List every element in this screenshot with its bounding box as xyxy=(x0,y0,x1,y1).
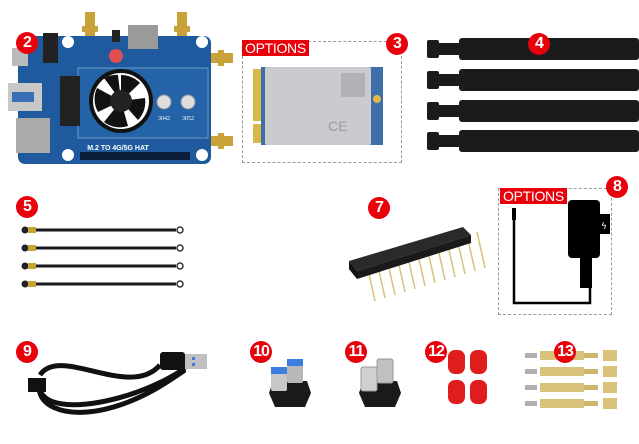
item-number-badge: 4 xyxy=(528,33,550,55)
hat-board-image: 3042 3052 M.2 TO 4G/5G HAT xyxy=(8,12,233,164)
ipex-cable xyxy=(21,226,184,234)
slot-label-3052: 3052 xyxy=(182,116,194,122)
board-label: M.2 TO 4G/5G HAT xyxy=(87,145,149,152)
antenna xyxy=(427,38,639,60)
red-cap xyxy=(448,380,465,404)
red-cap xyxy=(470,380,487,404)
item-number-badge: 3 xyxy=(386,33,408,55)
usb-u-adapter-blue-image xyxy=(269,359,311,407)
red-cap xyxy=(470,350,487,374)
ipex-cable xyxy=(21,280,184,288)
usb-u-adapter-silver-image xyxy=(359,358,401,407)
ipex-cables-image xyxy=(21,226,184,288)
options-label: OPTIONS xyxy=(242,40,309,56)
standoff-set xyxy=(525,398,617,409)
standoff-set xyxy=(525,382,617,393)
item-number-badge: 7 xyxy=(368,197,390,219)
sma-connector-top-right xyxy=(174,12,190,38)
sma-connector-right-top xyxy=(205,50,233,66)
antenna-caps-image xyxy=(448,350,487,404)
m2-module-image: CE xyxy=(253,67,383,145)
options-box xyxy=(242,41,402,163)
sma-connector-right-bottom xyxy=(205,133,233,149)
slot-label-3042: 3042 xyxy=(158,116,170,122)
item-number-badge: 8 xyxy=(606,176,628,198)
item-number-badge: 5 xyxy=(16,196,38,218)
pin-header-image xyxy=(349,227,486,302)
item-number-badge: 2 xyxy=(16,32,38,54)
standoff-set xyxy=(525,366,617,377)
options-label: OPTIONS xyxy=(500,188,567,204)
power-adapter-image: ϟ xyxy=(512,200,610,305)
ipex-cable xyxy=(21,244,184,252)
ipex-cable xyxy=(21,262,184,270)
item-number-badge: 10 xyxy=(250,341,272,363)
antenna xyxy=(427,69,639,91)
usb-cable-image xyxy=(28,352,207,415)
svg-text:CE: CE xyxy=(328,118,347,134)
item-number-badge: 13 xyxy=(554,341,576,363)
antenna xyxy=(427,100,639,122)
sma-connector-top-left xyxy=(82,12,98,38)
standoffs-image xyxy=(525,350,617,409)
antenna xyxy=(427,130,639,152)
item-number-badge: 12 xyxy=(425,341,447,363)
item-number-badge: 9 xyxy=(16,341,38,363)
svg-text:ϟ: ϟ xyxy=(601,222,607,232)
red-cap xyxy=(448,350,465,374)
item-number-badge: 11 xyxy=(345,341,367,363)
antennas-image xyxy=(427,38,639,152)
